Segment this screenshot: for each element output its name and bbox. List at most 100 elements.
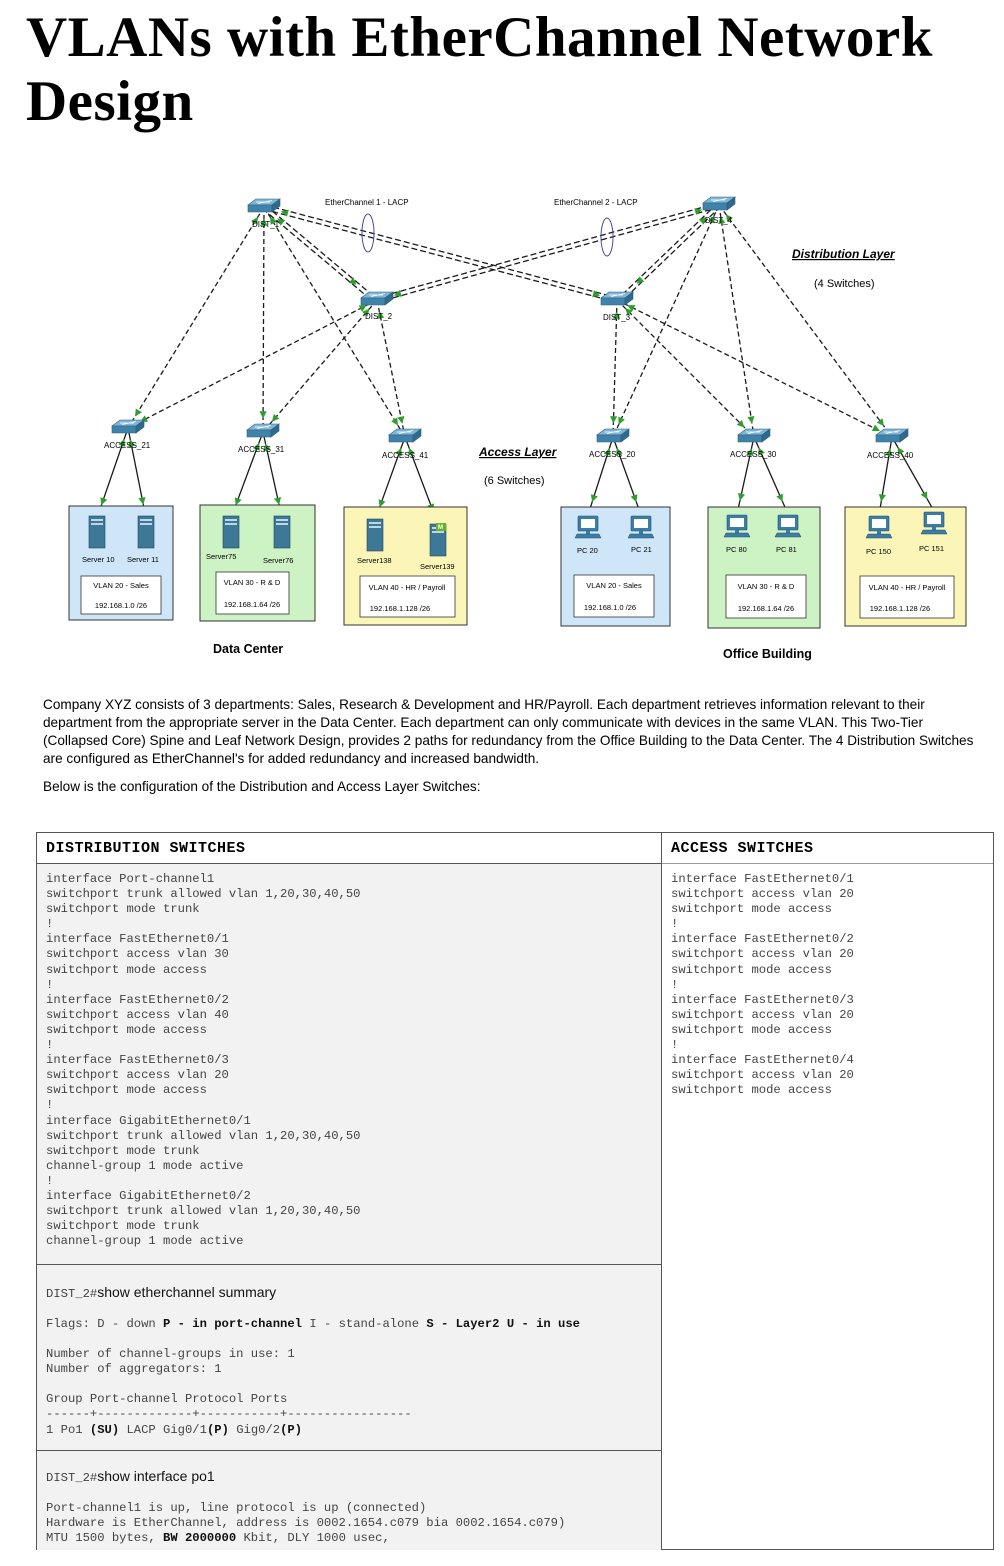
link-status-arrow [274,497,282,505]
dist-switch-3-label: DIST_3 [603,313,631,322]
link-status-arrow [885,448,893,457]
link-status-arrow [876,418,884,427]
access-switch-41: ACCESS_41 [382,428,429,460]
link-status-arrow [263,443,271,452]
device-label: PC 150 [866,547,891,556]
access-layer-subtitle: (6 Switches) [484,475,545,487]
link-status-arrow [377,311,385,320]
link-status-arrow [897,447,905,456]
link-status-arrow [270,216,277,225]
interface-output: DIST_2#show interface po1 Port-channel1 … [46,1468,566,1546]
link-status-arrow [718,216,726,225]
device-label: Server139 [420,562,455,571]
access-switch-40-label: ACCESS_40 [867,451,914,460]
link-status-arrow [135,408,142,417]
uplink-dist3-access30 [616,299,755,438]
svg-text:M: M [438,525,443,531]
access-switch-20: ACCESS_20 [589,428,636,459]
link-status-arrow [871,424,880,431]
uplink-dist2-access21 [127,299,378,429]
vlan-label-box [359,575,456,618]
distribution-header: DISTRIBUTION SWITCHES [37,833,661,864]
access-switch-21: ACCESS_21 [104,419,151,450]
etherchannel-2-label: EtherChannel 2 - LACP [554,198,638,207]
access-switch-40: ACCESS_40 [867,428,914,460]
vlan-label: VLAN 20 - Sales [586,581,642,590]
group-dc-hr: M Server138 Server139 VLAN 40 - HR / Pay… [343,506,468,626]
group-office-rd: PC 80 PC 81 VLAN 30 - R & D 192.168.1.64… [707,506,821,629]
device-label: Server 10 [82,555,115,564]
subnet-label: 192.168.1.0 /26 [584,603,636,612]
distribution-config-section: interface Port-channel1 switchport trunk… [37,864,661,1265]
etherchannel-1-link [264,204,618,299]
access-header: ACCESS SWITCHES [662,833,993,864]
link-status-arrow [118,438,126,447]
arrows-layer [100,208,928,512]
link-status-arrow [234,497,242,506]
link-status-arrow [758,447,765,456]
link-status-arrow [271,413,280,422]
vlan-label-box [573,574,655,618]
uplink-dist1-access41 [263,206,406,438]
pc-icon [920,511,948,535]
link-status-arrow [707,215,715,224]
distribution-layer-subtitle: (4 Switches) [814,278,875,290]
pc-icon [865,515,893,539]
access-switch-41-label: ACCESS_41 [382,451,429,460]
link-status-arrow [725,214,734,223]
config-table: DISTRIBUTION SWITCHES interface Port-cha… [36,832,994,1550]
etherchannel-2-link [376,202,719,299]
link-status-arrow [395,447,403,456]
dist-switch-2: DIST_2 [360,291,394,321]
dist-switch-1-label: DIST_1 [252,220,280,229]
access-layer-title: Access Layer [478,445,558,459]
link-status-arrow [603,447,611,456]
access-switch-31-label: ACCESS_31 [238,445,285,454]
link-status-arrow [615,447,623,456]
etherchannel-1-link [263,208,617,303]
etherchannel-link [622,202,718,295]
site-label-data-center: Data Center [213,642,283,656]
vlan-label: VLAN 30 - R & D [738,582,795,591]
uplink-dist3-access20 [612,299,618,438]
link-status-arrow [698,217,707,225]
access-column: ACCESS SWITCHES interface FastEthernet0/… [662,832,994,1550]
page-title: VLANs with EtherChannel Network Design [26,6,933,133]
link-status-arrow [737,493,745,501]
etherchannel-2-link [377,206,720,303]
vlan-label: VLAN 40 - HR / Payroll [369,583,446,592]
config-intro-paragraph: Below is the configuration of the Distri… [43,779,481,794]
group-office-sales: PC 20 PC 21 VLAN 20 - Sales 192.168.1.0 … [560,506,671,627]
link-status-arrow [277,218,286,226]
uplink-dist1-access31 [262,206,265,433]
uplink-dist4-access20 [612,204,720,438]
interface-command: show interface po1 [97,1468,215,1484]
subnet-label: 192.168.1.128 /26 [870,604,930,613]
vlan-label-box [859,575,955,619]
group-office-hr: PC 150 PC 151 VLAN 40 - HR / Payroll 192… [844,506,967,627]
server-icon [137,515,155,549]
pc-icon [774,514,802,538]
uplink-dist3-access40 [616,299,893,438]
etherchannel-1-label: EtherChannel 1 - LACP [325,198,409,207]
pc-icon [627,515,655,539]
intro-paragraph: Company XYZ consists of 3 departments: S… [43,697,974,766]
link-status-arrow [393,289,402,297]
link-status-arrow [280,209,289,217]
device-label: Server 11 [127,555,159,564]
link-status-arrow [610,416,618,424]
link-status-arrow [260,218,268,226]
link-status-arrow [253,442,260,451]
vlan-label: VLAN 40 - HR / Payroll [869,583,946,592]
distribution-layer-title: Distribution Layer [792,247,896,261]
distribution-column: DISTRIBUTION SWITCHES interface Port-cha… [36,832,662,1550]
link-status-arrow [920,491,928,500]
link-status-arrow [348,277,357,285]
etherchannel-1-ellipse [361,213,375,253]
pc-icon [574,515,602,539]
subnet-label: 192.168.1.0 /26 [95,601,147,610]
access-switch-31: ACCESS_31 [238,423,285,454]
device-label: Server76 [263,556,293,565]
server-icon [222,515,240,549]
access-switch-21-label: ACCESS_21 [104,441,151,450]
